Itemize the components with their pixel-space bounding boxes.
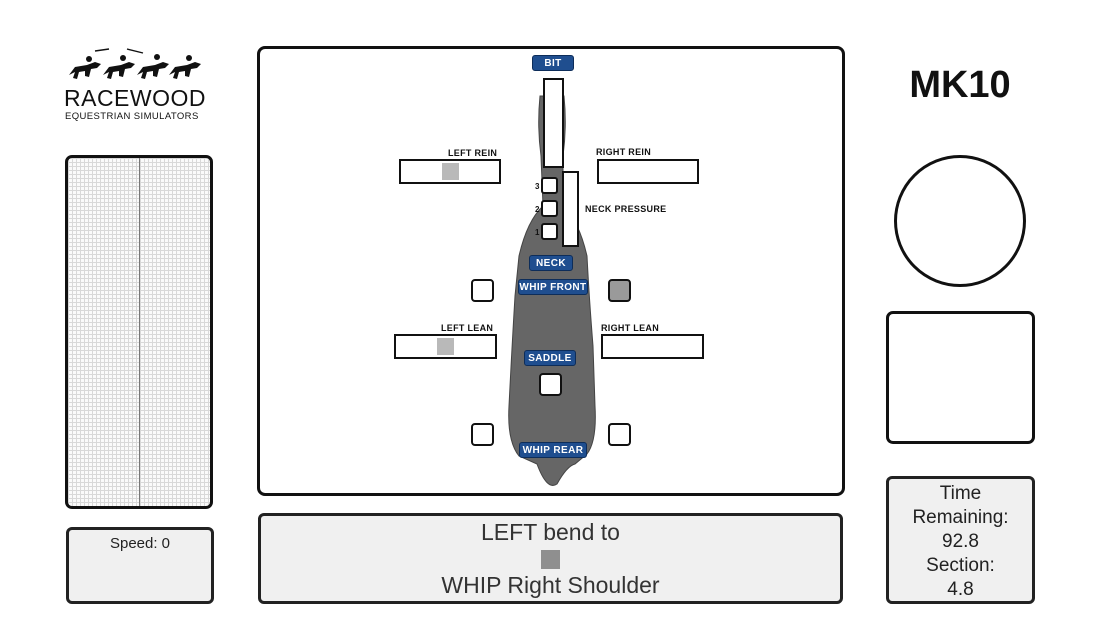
section-label: Section:: [926, 555, 995, 576]
brand-logo: RACEWOOD EQUESTRIAN SIMULATORS: [55, 45, 220, 125]
instruction-marker: [541, 550, 560, 569]
left-lean-marker: [437, 338, 454, 355]
instruction-panel: LEFT bend to WHIP Right Shoulder: [258, 513, 843, 604]
whip-front-right-indicator: [608, 279, 631, 302]
left-rein-label: LEFT REIN: [448, 148, 498, 158]
track-centerline: [139, 158, 140, 506]
status-circle: [894, 155, 1026, 287]
time-remaining-label: Time Remaining:: [912, 483, 1009, 528]
right-rein-bar: [597, 159, 699, 184]
section-value: 4.8: [947, 579, 974, 600]
neck-pressure-label: NECK PRESSURE: [585, 204, 667, 214]
pressure-level-1-label: 1: [535, 228, 540, 237]
pressure-level-2-box: [541, 200, 558, 217]
bit-label: BIT: [532, 55, 574, 71]
pressure-level-3-box: [541, 177, 558, 194]
timer-panel: Time Remaining: 92.8 Section: 4.8: [886, 476, 1035, 604]
instruction-line-1: LEFT bend to: [481, 519, 620, 545]
horse-control-panel: BIT LEFT REIN RIGHT REIN NECK PRESSURE 3…: [257, 46, 845, 496]
right-rein-label: RIGHT REIN: [596, 147, 652, 157]
time-remaining-value: 92.8: [942, 531, 979, 552]
right-lean-label: RIGHT LEAN: [601, 323, 659, 333]
saddle-indicator: [539, 373, 562, 396]
whip-front-label: WHIP FRONT: [518, 279, 588, 295]
pressure-level-1-box: [541, 223, 558, 240]
status-square-panel: [886, 311, 1035, 444]
speed-panel: Speed: 0: [66, 527, 214, 604]
whip-rear-left-indicator: [471, 423, 494, 446]
left-lean-label: LEFT LEAN: [441, 323, 494, 333]
model-title: MK10: [909, 64, 1011, 106]
right-lean-bar: [601, 334, 704, 359]
neck-pressure-meter: [562, 171, 579, 247]
instruction-line-2: WHIP Right Shoulder: [441, 572, 660, 598]
left-rein-marker: [442, 163, 459, 180]
whip-rear-label: WHIP REAR: [519, 442, 587, 458]
brand-tagline: EQUESTRIAN SIMULATORS: [65, 111, 199, 122]
saddle-label: SADDLE: [524, 350, 576, 366]
speed-readout: Speed: 0: [109, 535, 171, 552]
brand-name: RACEWOOD: [64, 85, 206, 111]
neck-label: NECK: [529, 255, 573, 271]
horse-riders-silhouette-icon: [69, 48, 201, 79]
left-rein-bar: [399, 159, 501, 184]
bit-meter: [543, 78, 564, 168]
whip-rear-right-indicator: [608, 423, 631, 446]
pressure-level-2-label: 2: [535, 205, 540, 214]
whip-front-left-indicator: [471, 279, 494, 302]
track-grid-panel: [65, 155, 213, 509]
left-lean-bar: [394, 334, 497, 359]
pressure-level-3-label: 3: [535, 182, 540, 191]
